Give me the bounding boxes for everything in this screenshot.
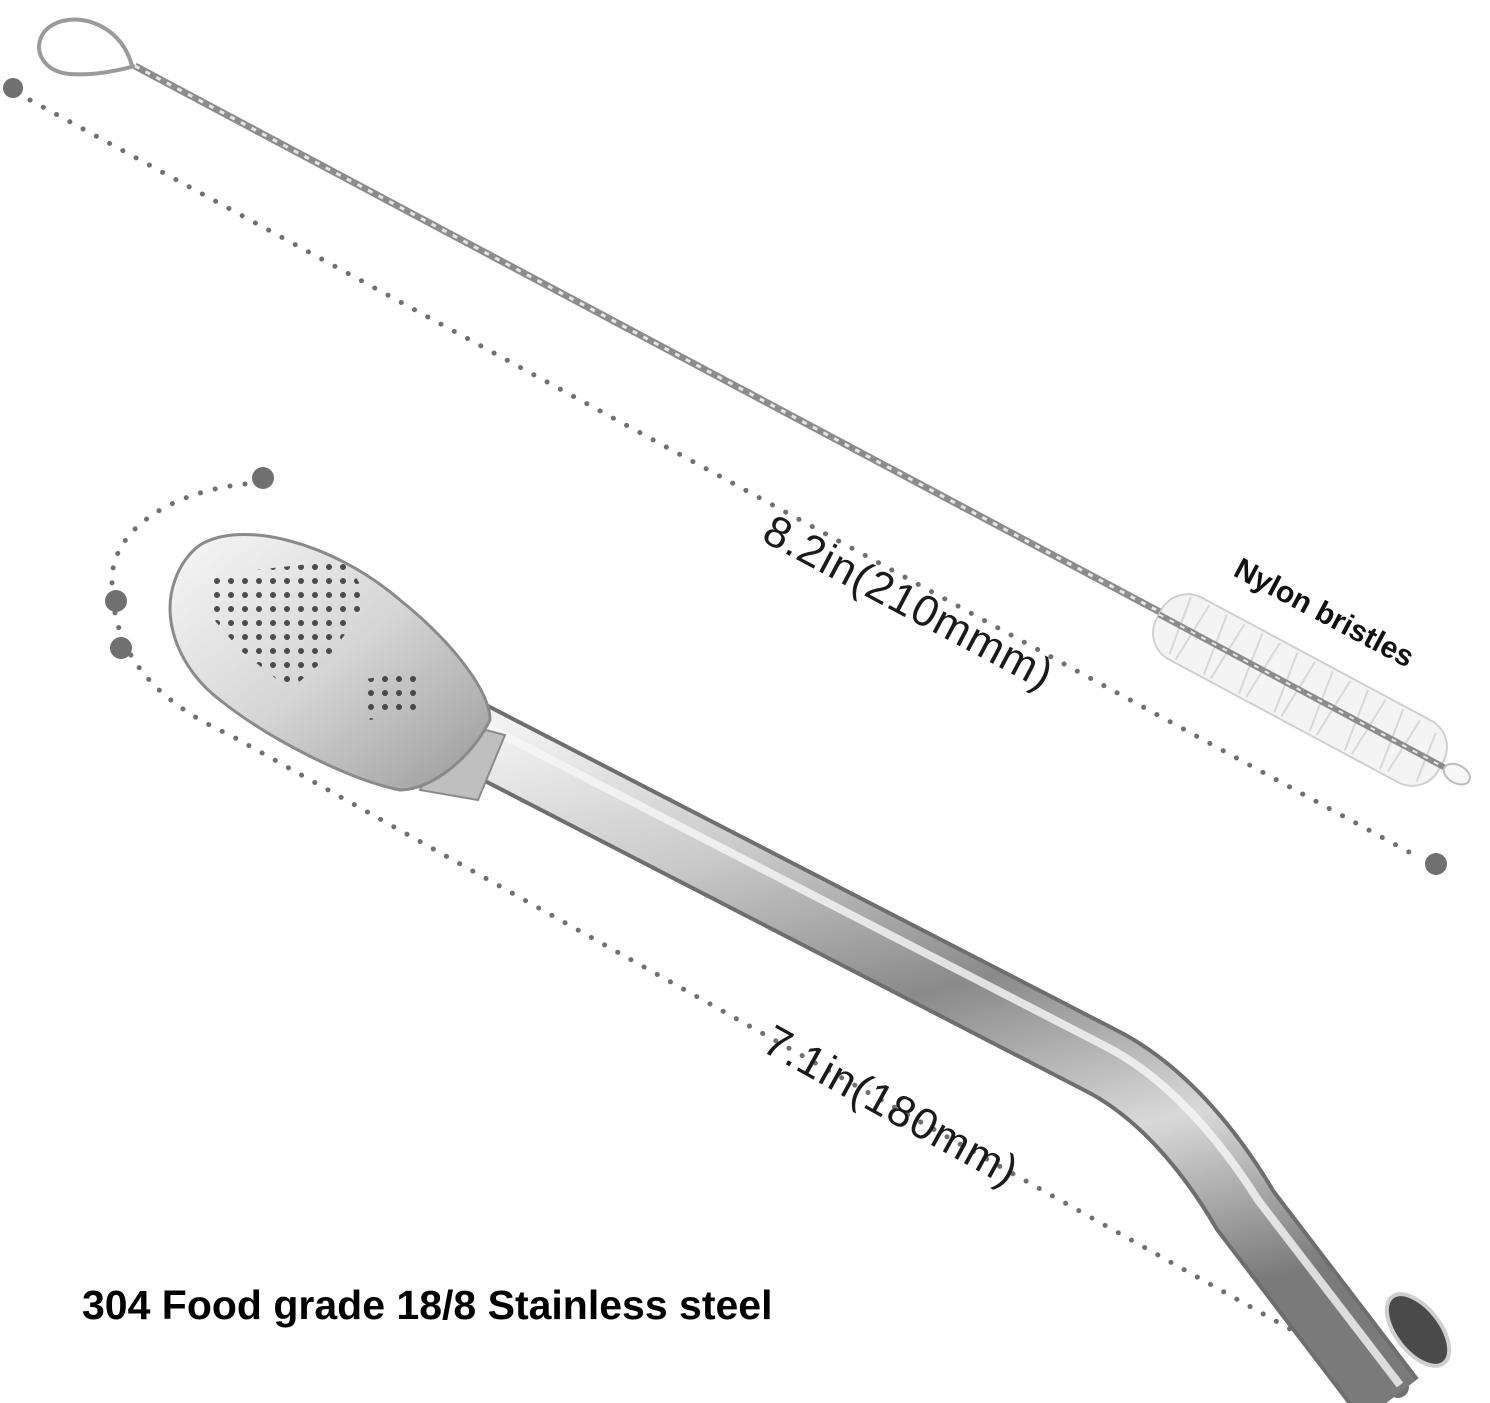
straw-tube-shine bbox=[476, 718, 1404, 1388]
dimension-endpoint-dot bbox=[252, 467, 274, 489]
dotted-guide bbox=[27, 97, 1423, 861]
straw-opening bbox=[1384, 1292, 1452, 1368]
dimension-endpoint-dot bbox=[110, 637, 132, 659]
filter-holes bbox=[360, 670, 420, 720]
filter-holes bbox=[210, 560, 370, 690]
cleaning-brush-icon bbox=[37, 17, 1471, 787]
dimension-endpoint-dot bbox=[3, 78, 23, 98]
dotted-guide bbox=[109, 481, 1393, 1388]
nylon-bristles bbox=[1152, 593, 1471, 787]
brush-dimension-line bbox=[3, 78, 1447, 875]
dimension-endpoint-dot bbox=[1425, 853, 1447, 875]
straw-length-label: 7.1in(180mm) bbox=[755, 1016, 1027, 1196]
material-caption: 304 Food grade 18/8 Stainless steel bbox=[82, 1282, 773, 1328]
filter-spoon-straw-icon bbox=[168, 533, 1452, 1403]
brush-wire-twist bbox=[134, 64, 1161, 614]
brush-loop bbox=[37, 17, 136, 77]
straw-tube-highlight bbox=[455, 706, 1416, 1403]
dimension-endpoint-dot bbox=[105, 590, 127, 612]
